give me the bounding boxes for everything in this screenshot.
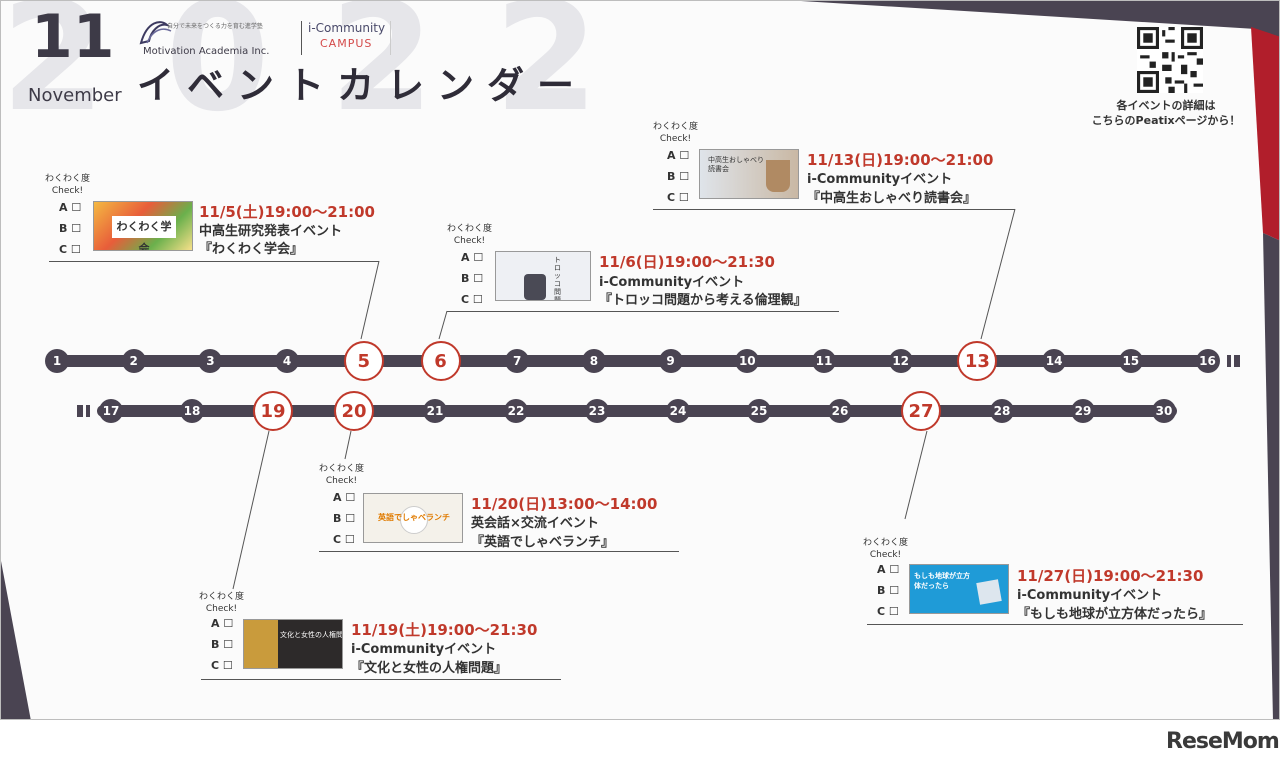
day-7[interactable]: 7 xyxy=(505,349,530,373)
qr-caption: 各イベントの詳細は こちらのPeatixページから！ xyxy=(1091,98,1241,128)
logo2-top: i-Community xyxy=(308,21,386,35)
logo-name: Motivation Academia Inc. xyxy=(143,46,270,57)
day-12[interactable]: 12 xyxy=(888,349,913,373)
check-options[interactable]: A ☐B ☐C ☐ xyxy=(211,617,234,672)
day-11[interactable]: 11 xyxy=(812,349,836,373)
logo2-bottom: CAMPUS xyxy=(320,37,373,50)
event-thumbnail: もしも地球が立方体だったら xyxy=(909,564,1009,614)
card-divider xyxy=(319,551,679,552)
card-divider xyxy=(201,679,561,680)
event-thumbnail: 文化と女性の人権問題 xyxy=(243,619,343,669)
month-number: 11 xyxy=(31,2,115,72)
day-5[interactable]: 5 xyxy=(343,341,384,381)
day-23[interactable]: 23 xyxy=(585,399,609,423)
track-start-marker xyxy=(77,405,83,417)
check-options[interactable]: A ☐B ☐C ☐ xyxy=(877,563,900,618)
page-title: イベントカレンダー xyxy=(137,64,587,107)
day-25[interactable]: 25 xyxy=(747,399,771,423)
motivation-academia-logo: 自分で未来をつくる力を育む進学塾 Motivation Academia Inc… xyxy=(137,17,287,63)
check-options[interactable]: A ☐B ☐C ☐ xyxy=(59,201,82,256)
day-10[interactable]: 10 xyxy=(735,349,760,373)
day-28[interactable]: 28 xyxy=(990,399,1014,423)
event-type: 英会話×交流イベント xyxy=(471,516,599,531)
day-22[interactable]: 22 xyxy=(504,399,528,423)
card-divider xyxy=(867,624,1243,625)
day-16[interactable]: 16 xyxy=(1195,349,1220,373)
frame-decoration xyxy=(1,1,1279,719)
day-15[interactable]: 15 xyxy=(1118,349,1143,373)
event-thumbnail: トロッコ問題 xyxy=(495,251,591,301)
card-divider xyxy=(447,311,839,312)
day-1[interactable]: 1 xyxy=(45,349,69,373)
event-thumbnail: わくわく学会 xyxy=(93,201,193,251)
day-21[interactable]: 21 xyxy=(423,399,447,423)
day-24[interactable]: 24 xyxy=(666,399,690,423)
day-26[interactable]: 26 xyxy=(828,399,852,423)
day-14[interactable]: 14 xyxy=(1042,349,1067,373)
check-options[interactable]: A ☐B ☐C ☐ xyxy=(667,149,690,204)
timeline-track-row1 xyxy=(49,355,1219,367)
event-thumbnail: 中高生おしゃべり読書会 xyxy=(699,149,799,199)
event-title: 『中高生おしゃべり読書会』 xyxy=(807,191,977,206)
event-date: 11/27(日)19:00～21:30 xyxy=(1017,567,1204,585)
day-9[interactable]: 9 xyxy=(658,349,683,373)
qr-caption-line2: こちらのPeatixページから！ xyxy=(1091,114,1241,127)
day-6[interactable]: 6 xyxy=(420,341,461,381)
track-end-marker xyxy=(1234,355,1240,367)
event-title: 『トロッコ問題から考える倫理観』 xyxy=(599,293,807,308)
day-27[interactable]: 27 xyxy=(901,391,941,431)
year-background: 2022 xyxy=(1,0,659,145)
event-title: 『英語でしゃベランチ』 xyxy=(471,535,615,550)
day-4[interactable]: 4 xyxy=(275,349,300,373)
logo-swirl-icon xyxy=(139,21,172,45)
event-date: 11/20(日)13:00～14:00 xyxy=(471,495,658,513)
event-type: 中高生研究発表イベント xyxy=(199,224,343,239)
event-type: i-Communityイベント xyxy=(599,275,745,290)
event-date: 11/6(日)19:00～21:30 xyxy=(599,253,775,271)
day-3[interactable]: 3 xyxy=(198,349,223,373)
day-29[interactable]: 29 xyxy=(1071,399,1095,423)
check-options[interactable]: A ☐B ☐C ☐ xyxy=(333,491,356,546)
event-title: 『わくわく学会』 xyxy=(199,242,304,257)
event-type: i-Communityイベント xyxy=(351,642,497,657)
card-divider xyxy=(653,209,1015,210)
logo-tagline: 自分で未来をつくる力を育む進学塾 xyxy=(167,23,263,30)
event-date: 11/5(土)19:00～21:00 xyxy=(199,203,375,221)
day-2[interactable]: 2 xyxy=(121,349,146,373)
event-title: 『文化と女性の人権問題』 xyxy=(351,661,508,676)
event-date: 11/13(日)19:00～21:00 xyxy=(807,151,994,169)
event-thumbnail: 英語でしゃベランチ xyxy=(363,493,463,543)
day-18[interactable]: 18 xyxy=(180,399,204,423)
qr-code[interactable] xyxy=(1137,27,1203,93)
event-date: 11/19(土)19:00～21:30 xyxy=(351,621,538,639)
resemom-watermark: ReseMom xyxy=(1166,729,1280,754)
track-start-marker xyxy=(86,405,90,417)
connector-lines xyxy=(232,208,1016,590)
day-20[interactable]: 20 xyxy=(334,391,374,431)
day-17[interactable]: 17 xyxy=(99,399,123,423)
day-8[interactable]: 8 xyxy=(581,349,606,373)
event-title: 『もしも地球が立方体だったら』 xyxy=(1017,607,1213,622)
track-end-marker xyxy=(1227,355,1231,367)
check-options[interactable]: A ☐B ☐C ☐ xyxy=(461,251,484,306)
card-divider xyxy=(49,261,379,262)
event-type: i-Communityイベント xyxy=(1017,588,1163,603)
day-30[interactable]: 30 xyxy=(1152,399,1176,423)
day-13[interactable]: 13 xyxy=(957,341,998,381)
qr-caption-line1: 各イベントの詳細は xyxy=(1116,99,1216,112)
i-community-campus-logo: i-Community CAMPUS xyxy=(301,21,391,55)
calendar-poster: 2022 11 November 自分で未来をつくる力を育む進学塾 Motiva… xyxy=(0,0,1280,720)
day-19[interactable]: 19 xyxy=(253,391,293,431)
month-name: November xyxy=(28,85,122,106)
event-type: i-Communityイベント xyxy=(807,172,953,187)
